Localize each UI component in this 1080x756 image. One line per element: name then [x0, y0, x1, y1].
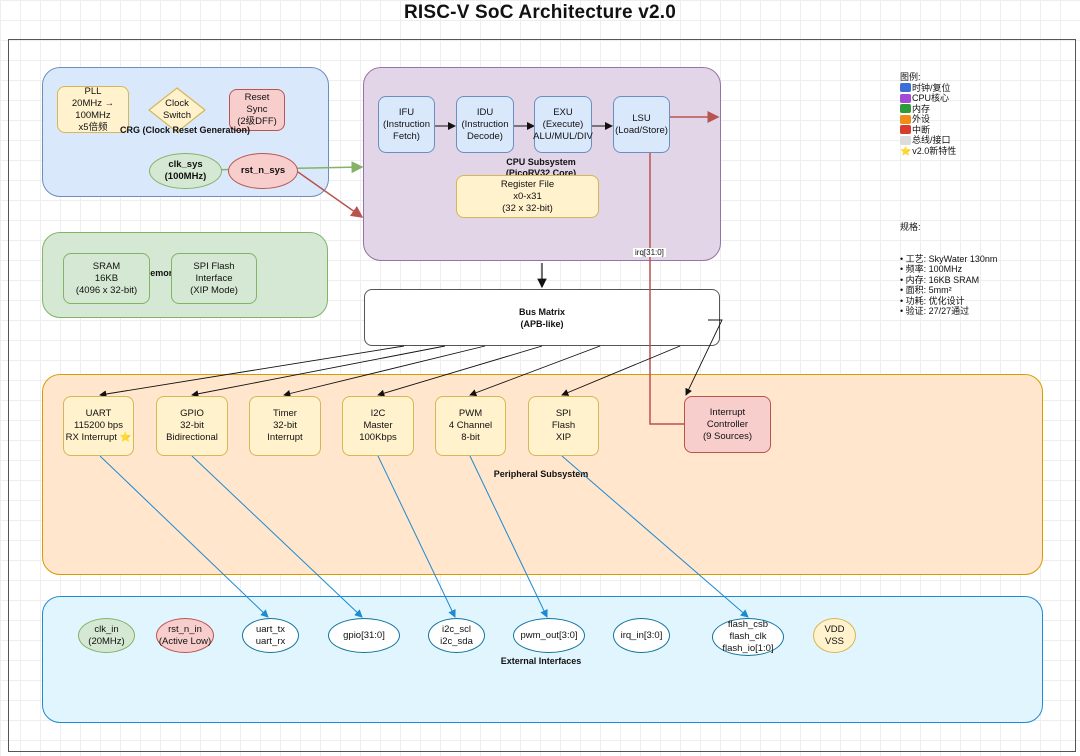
clk-sys-signal[interactable]: clk_sys (100MHz) [149, 153, 222, 189]
star-icon: ⭐ [900, 145, 912, 156]
wire-bus-uart [99, 345, 405, 398]
clk-in-pin[interactable]: clk_in (20MHz) [78, 618, 135, 653]
gpio-block[interactable]: GPIO 32-bit Bidirectional [156, 396, 228, 456]
pwm-pins[interactable]: pwm_out[3:0] [513, 618, 585, 653]
wire-bus-intc [685, 319, 723, 396]
legend-swatch [900, 114, 911, 124]
idu-block[interactable]: IDU (Instruction Decode) [456, 96, 514, 153]
legend-swatch [900, 125, 911, 135]
legend-label: CPU核心 [912, 93, 950, 103]
bus-matrix[interactable]: Bus Matrix (APB-like) [364, 289, 720, 346]
crg-group-label: CRG (Clock Reset Generation) [119, 125, 251, 135]
spec-line: • 功耗: 优化设计 [900, 295, 965, 306]
legend-label: v2.0新特性 [912, 145, 957, 156]
wire-pwm-pins [469, 455, 548, 618]
power-pins[interactable]: VDD VSS [813, 618, 856, 653]
wire-bus-i2c [377, 345, 543, 397]
external-group-label: External Interfaces [500, 656, 582, 666]
legend-title: 图例: [900, 72, 921, 82]
specs-panel: 规格: • 工艺: SkyWater 130nm• 频率: 100MHz• 内存… [900, 201, 997, 327]
legend-label: 总线/接口 [912, 135, 951, 145]
cpu-group-label: CPU Subsystem (PicoRV32 Core) [505, 157, 577, 178]
wire-bus-pwm [469, 345, 601, 397]
clock-switch-block[interactable]: Clock Switch [148, 87, 206, 133]
flash-pins[interactable]: flash_csb flash_clk flash_io[1:0] [712, 618, 784, 656]
legend-label: 内存 [912, 103, 931, 114]
register-file-block[interactable]: Register File x0-x31 (32 x 32-bit) [456, 175, 599, 218]
wire-i2c-pins [377, 455, 456, 618]
gpio-pins[interactable]: gpio[31:0] [328, 618, 400, 653]
irq-wire-label: irq[31:0] [633, 248, 666, 257]
timer-block[interactable]: Timer 32-bit Interrupt [249, 396, 321, 456]
wire-bus-gpio [191, 345, 446, 398]
ifu-block[interactable]: IFU (Instruction Fetch) [378, 96, 435, 153]
uart-pins[interactable]: uart_tx uart_rx [242, 618, 299, 653]
legend-label: 中断 [912, 124, 931, 135]
wire-uart-pins [99, 455, 269, 618]
wire-rst-sys [297, 171, 364, 218]
legend-item: ⭐v2.0新特性 [900, 146, 956, 157]
pwm-block[interactable]: PWM 4 Channel 8-bit [435, 396, 506, 456]
diagram-title: RISC-V SoC Architecture v2.0 [403, 2, 677, 23]
spec-line: • 工艺: SkyWater 130nm [900, 253, 998, 264]
clock-switch-label: Clock Switch [163, 98, 191, 121]
i2c-block[interactable]: I2C Master 100Kbps [342, 396, 414, 456]
sram-block[interactable]: SRAM 16KB (4096 x 32-bit) [63, 253, 150, 304]
legend-item: 内存 [900, 104, 956, 115]
wire-gpio-pins [191, 455, 363, 618]
outer-frame [8, 39, 1076, 752]
pll-block[interactable]: PLL 20MHz → 100MHz x5倍频 [57, 86, 129, 133]
legend-item: 总线/接口 [900, 135, 956, 146]
memory-group-label: Memory [142, 268, 178, 278]
legend-label: 外设 [912, 114, 931, 124]
legend-swatch [900, 83, 911, 93]
legend-label: 时钟/复位 [912, 82, 951, 93]
legend-item: 时钟/复位 [900, 83, 956, 94]
reset-sync-block[interactable]: Reset Sync (2级DFF) [229, 89, 285, 131]
legend-item: 外设 [900, 114, 956, 125]
wire-bus-spi [561, 345, 681, 396]
spec-line: • 面积: 5mm² [900, 285, 952, 295]
spec-line: • 内存: 16KB SRAM [900, 274, 980, 285]
wire-spi-pins [561, 455, 749, 618]
uart-block[interactable]: UART 115200 bps RX Interrupt ⭐ [63, 396, 134, 456]
specs-lines: • 工艺: SkyWater 130nm• 频率: 100MHz• 内存: 16… [900, 254, 997, 317]
legend-item: CPU核心 [900, 93, 956, 104]
rst-n-in-pin[interactable]: rst_n_in (Active Low) [156, 618, 214, 653]
interrupt-controller-block[interactable]: Interrupt Controller (9 Sources) [684, 396, 771, 453]
specs-title: 规格: [900, 222, 921, 232]
i2c-pins[interactable]: i2c_scl i2c_sda [428, 618, 485, 653]
lsu-block[interactable]: LSU (Load/Store) [613, 96, 670, 153]
diamond-shape [148, 87, 206, 133]
spec-line: • 频率: 100MHz [900, 264, 963, 274]
legend-swatch [900, 93, 911, 103]
spi-block[interactable]: SPI Flash XIP [528, 396, 599, 456]
legend-item: 中断 [900, 125, 956, 136]
exu-block[interactable]: EXU (Execute) ALU/MUL/DIV [533, 96, 593, 153]
legend-swatch [900, 104, 911, 114]
irq-in-pins[interactable]: irq_in[3:0] [613, 618, 670, 653]
spi-flash-interface-block[interactable]: SPI Flash Interface (XIP Mode) [171, 253, 257, 304]
spec-line: • 验证: 27/27通过 [900, 306, 970, 316]
peripheral-group-label: Peripheral Subsystem [493, 469, 589, 479]
legend-swatch [900, 135, 911, 145]
rst-n-sys-signal[interactable]: rst_n_sys [228, 153, 298, 189]
wire-irq [649, 111, 720, 425]
wire-bus-timer [283, 345, 486, 398]
